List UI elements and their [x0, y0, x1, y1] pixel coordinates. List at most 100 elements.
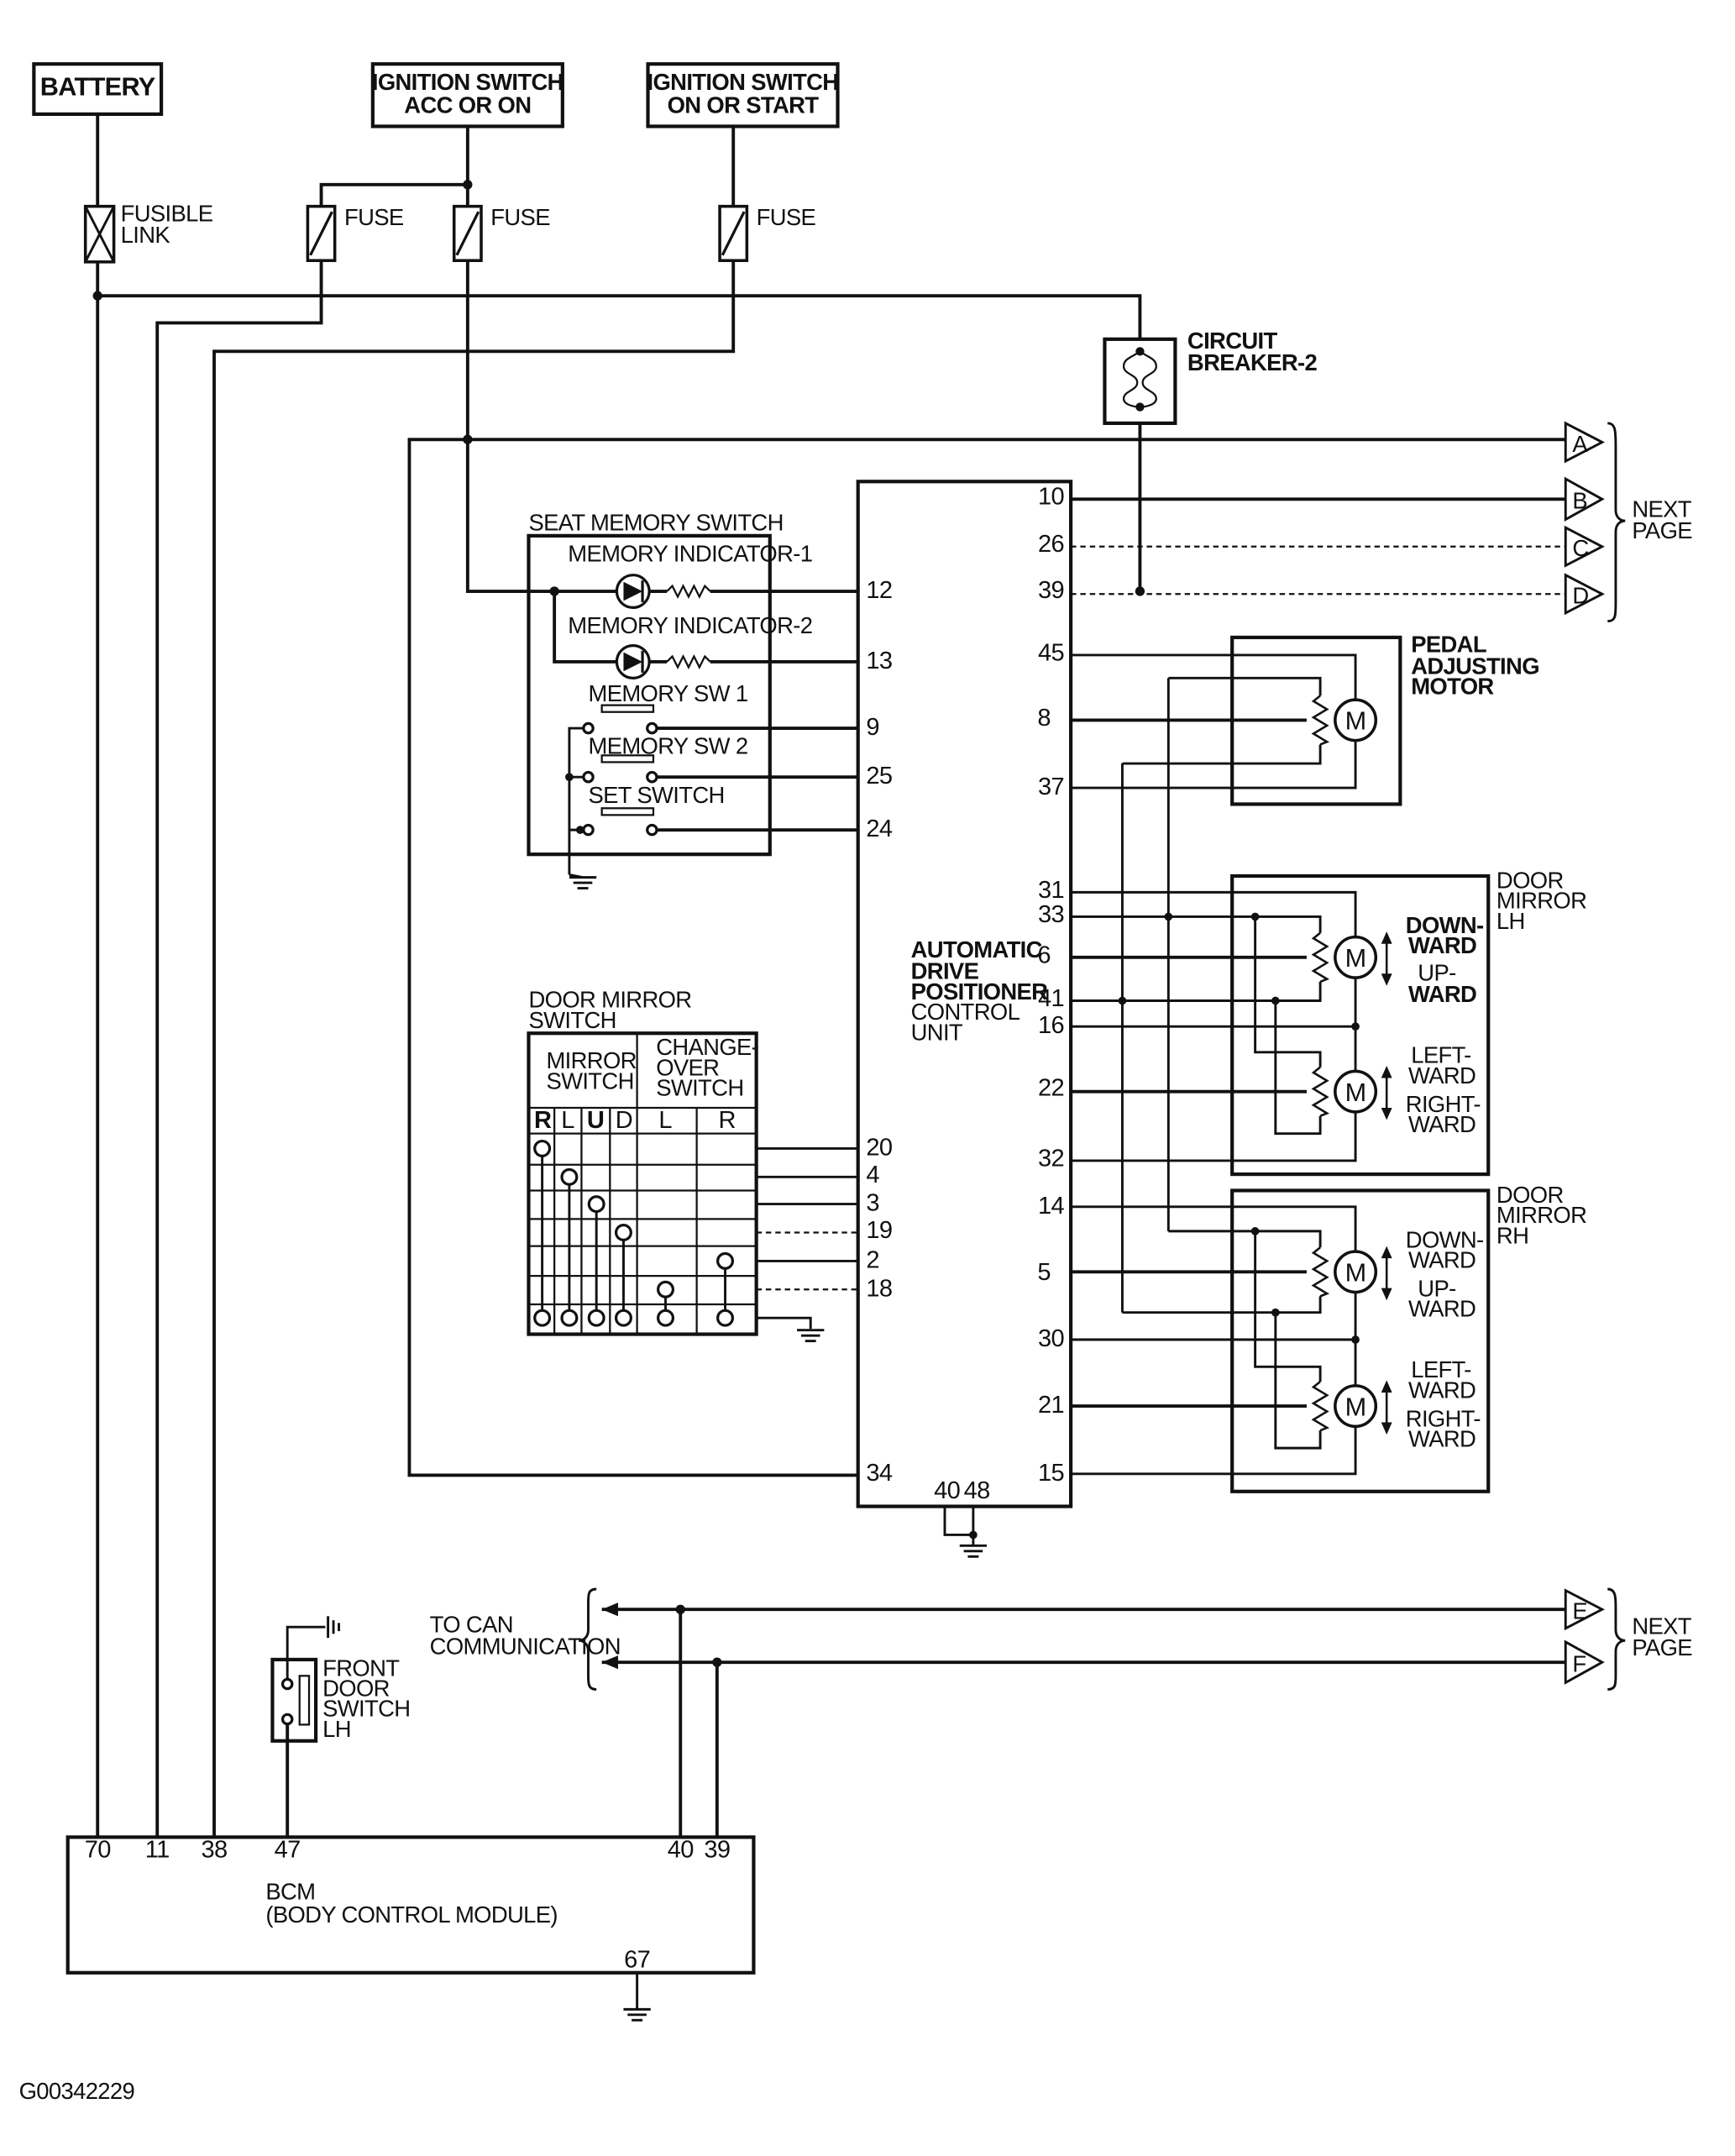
pin-9: 9: [866, 714, 879, 741]
ignition-on-line2: ON OR START: [668, 92, 820, 118]
pin-32: 32: [1038, 1145, 1064, 1172]
pin-31: 31: [1038, 877, 1064, 904]
rh-up-2: WARD: [1408, 1296, 1476, 1322]
pin-16: 16: [1038, 1012, 1064, 1039]
rh-left-2: WARD: [1408, 1377, 1476, 1403]
pin-21: 21: [1038, 1392, 1064, 1419]
pin-6: 6: [1037, 942, 1051, 968]
pin-48: 48: [964, 1477, 990, 1504]
mirror-lh-lr-m: M: [1345, 1078, 1366, 1107]
fuse-3: FUSE: [718, 204, 816, 262]
changeover-line2: OVER: [656, 1054, 719, 1080]
pin-39: 39: [1038, 577, 1064, 604]
pin-15: 15: [1038, 1460, 1064, 1487]
adp-line4: CONTROL: [911, 999, 1020, 1025]
mirror-rh-ud-m: M: [1345, 1259, 1366, 1288]
door-mirror-switch-title-1: DOOR MIRROR: [528, 987, 691, 1013]
changeover-line3: SWITCH: [656, 1074, 743, 1100]
pin-41: 41: [1038, 985, 1064, 1012]
pedal-motor-m: M: [1345, 707, 1366, 736]
lh-right-2: WARD: [1408, 1111, 1476, 1137]
bcm-pin-38: 38: [202, 1837, 228, 1864]
door-mirror-switch: DOOR MIRROR SWITCH MIRROR SWITCH CHANGE-…: [527, 987, 858, 1343]
fuse-1: FUSE: [306, 204, 405, 262]
bcm-pin-40: 40: [668, 1837, 695, 1864]
pedal-line3: MOTOR: [1411, 674, 1494, 700]
pin-24: 24: [866, 816, 893, 842]
fuse-2: FUSE: [452, 204, 551, 262]
lh-left-1: LEFT-: [1411, 1042, 1470, 1068]
changeover-line1: CHANGE-: [656, 1034, 758, 1060]
fusible-link: FUSIBLE LINK: [83, 200, 213, 264]
rh-down-1: DOWN-: [1406, 1226, 1484, 1252]
ignition-acc-line2: ACC OR ON: [404, 92, 531, 118]
pin-37: 37: [1038, 774, 1064, 800]
power-wires: [96, 113, 1142, 1838]
bcm-pin-67: 67: [624, 1946, 650, 1973]
connector-f-label: F: [1572, 1650, 1586, 1676]
rh-right-2: WARD: [1408, 1426, 1476, 1452]
bcm-title: BCM: [265, 1879, 315, 1905]
door-mirror-lh: DOOR MIRROR LH M DOWN- WARD UP- WARD M L…: [1071, 868, 1587, 1177]
mirror-rh-line3: RH: [1497, 1222, 1528, 1248]
adp-line2: DRIVE: [911, 958, 979, 984]
memory-indicator-1-label: MEMORY INDICATOR-1: [568, 541, 812, 567]
fuse-1-label: FUSE: [344, 204, 404, 230]
adp-right-pins: 10 26 39 45 8 37 31 33 6 41 16 22 32 14 …: [1037, 484, 1065, 1487]
circuit-breaker: CIRCUIT BREAKER-2: [1103, 328, 1318, 426]
door-switch-line4: LH: [322, 1716, 351, 1742]
connector-a: A: [1564, 421, 1605, 464]
adp-ground: 40 48: [934, 1477, 990, 1558]
lh-right-1: RIGHT-: [1406, 1091, 1481, 1117]
ignition-acc-box: IGNITION SWITCH ACC OR ON: [370, 62, 564, 129]
mirror-rh-line2: MIRROR: [1497, 1202, 1586, 1228]
pin-33: 33: [1038, 901, 1064, 928]
rh-right-1: RIGHT-: [1406, 1405, 1481, 1431]
mirror-lh-ud-m: M: [1345, 944, 1366, 973]
col-u: U: [587, 1107, 604, 1134]
pin-3: 3: [866, 1190, 879, 1217]
pedal-line2: ADJUSTING: [1411, 653, 1539, 679]
col-change-l: L: [658, 1107, 672, 1134]
adp-line3: POSITIONER: [911, 978, 1049, 1005]
pin-4: 4: [866, 1162, 879, 1188]
mirror-rh-lr-m: M: [1345, 1393, 1366, 1421]
lh-up-1: UP-: [1418, 959, 1455, 985]
fusible-link-line2: LINK: [121, 222, 170, 248]
front-door-switch: FRONT DOOR SWITCH LH: [270, 1616, 411, 1838]
pin-10: 10: [1038, 484, 1065, 511]
bcm-pin-70: 70: [85, 1837, 112, 1864]
pin-14: 14: [1038, 1193, 1065, 1220]
next-page-1-line2: PAGE: [1632, 517, 1692, 543]
col-d: D: [616, 1107, 632, 1134]
lh-up-2: WARD: [1408, 981, 1476, 1007]
adp-line5: UNIT: [911, 1019, 963, 1045]
connector-b: B: [1564, 476, 1605, 522]
pin-40: 40: [934, 1477, 961, 1504]
ignition-on-line1: IGNITION SWITCH: [647, 69, 839, 95]
pedal-adjusting-motor: M PEDAL ADJUSTING MOTOR: [1071, 632, 1540, 806]
mirror-lh-line3: LH: [1497, 908, 1525, 934]
next-page-2-line1: NEXT: [1632, 1613, 1691, 1639]
connector-b-label: B: [1572, 488, 1587, 514]
lh-left-2: WARD: [1408, 1062, 1476, 1088]
door-switch-line3: SWITCH: [322, 1696, 410, 1722]
adp-unit-label: AUTOMATIC DRIVE POSITIONER CONTROL UNIT: [911, 936, 1049, 1045]
pin-19: 19: [866, 1217, 892, 1244]
battery-box: BATTERY: [32, 62, 164, 116]
mirror-switch-line1: MIRROR: [546, 1047, 636, 1073]
pin-25: 25: [866, 763, 892, 789]
next-page-2-line2: PAGE: [1632, 1634, 1692, 1660]
memory-sw-1-label: MEMORY SW 1: [589, 680, 748, 706]
door-switch-line2: DOOR: [322, 1676, 390, 1702]
col-change-r: R: [718, 1107, 735, 1134]
pin-12: 12: [866, 577, 892, 604]
mirror-switch-line2: SWITCH: [546, 1068, 633, 1094]
pin-34: 34: [866, 1460, 893, 1487]
connector-c-label: C: [1572, 535, 1588, 561]
fuse-2-label: FUSE: [490, 204, 550, 230]
set-switch-label: SET SWITCH: [589, 782, 725, 808]
pedal-line1: PEDAL: [1411, 632, 1486, 658]
bcm-pin-11: 11: [145, 1837, 170, 1864]
